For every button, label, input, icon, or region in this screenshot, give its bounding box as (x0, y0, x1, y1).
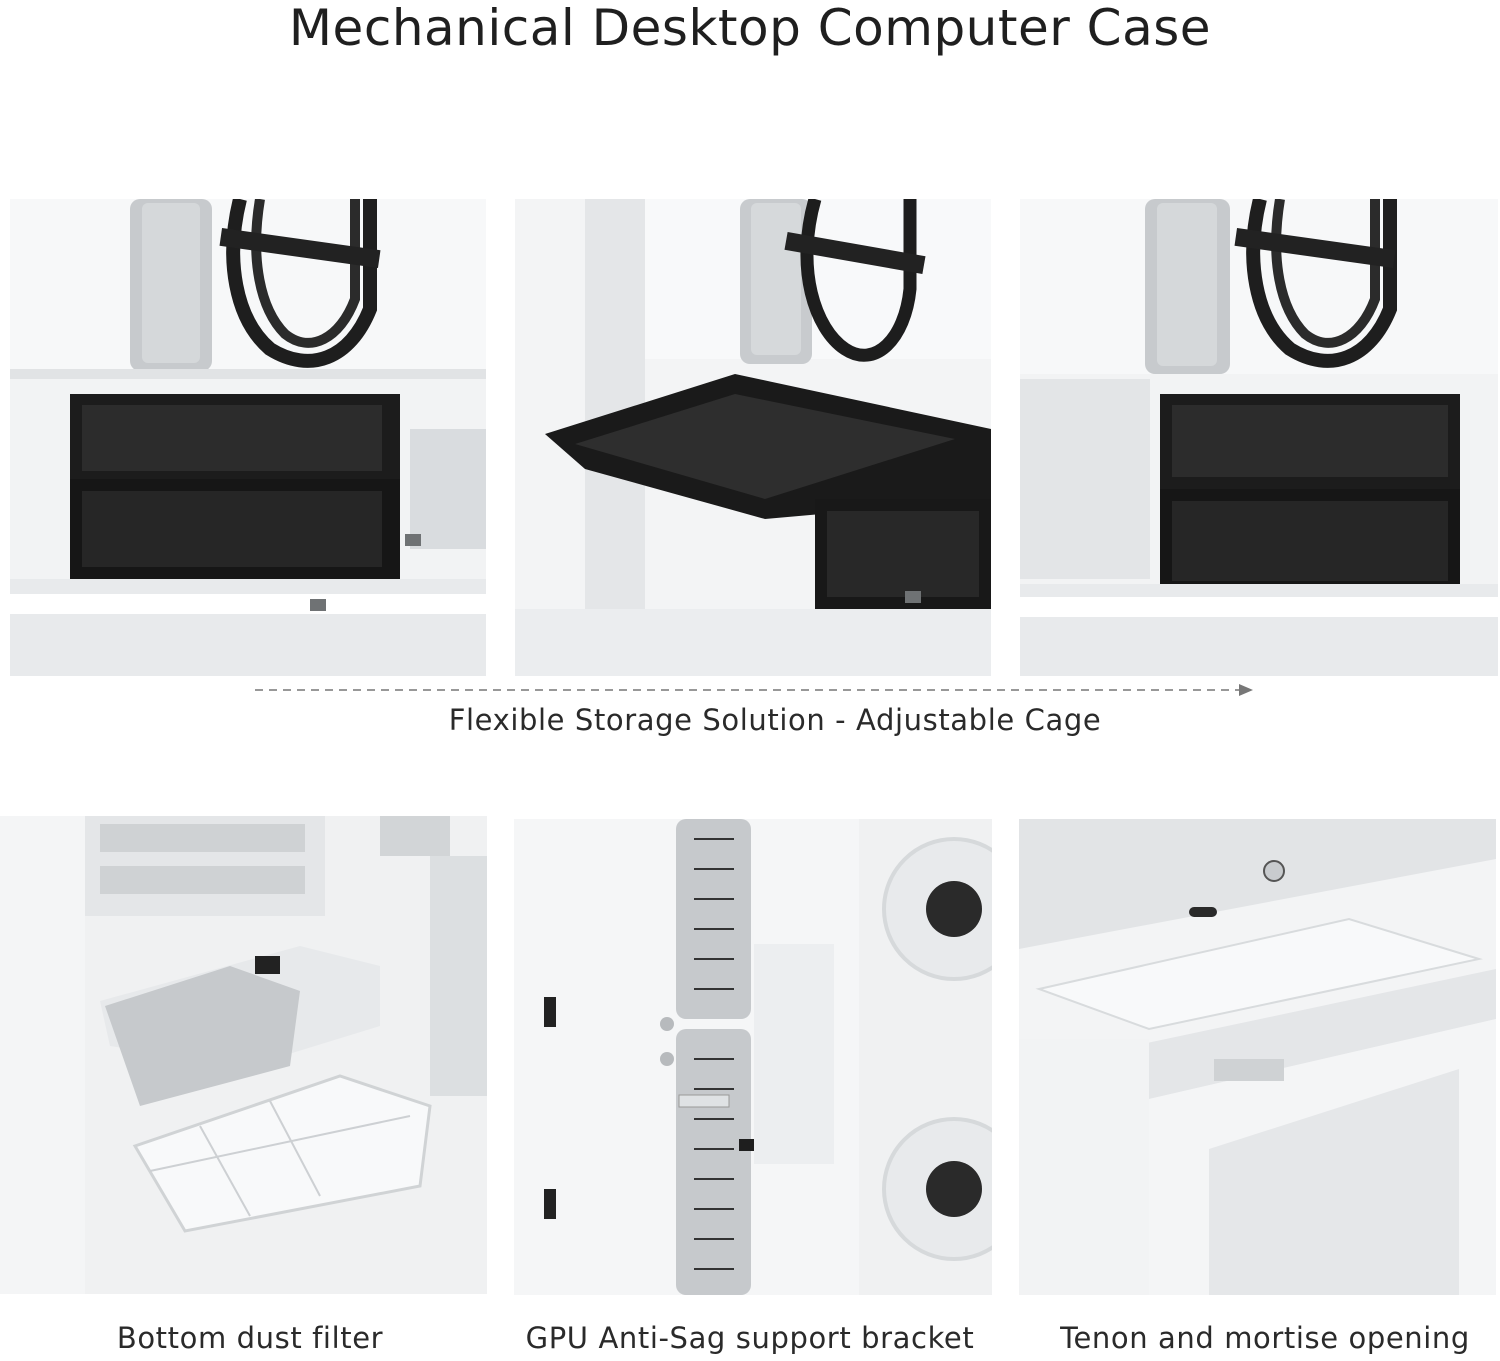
page-title: Mechanical Desktop Computer Case (288, 0, 1212, 57)
storage-cage-photo-2 (515, 199, 991, 676)
tenon-mortise-photo (1019, 819, 1496, 1295)
storage-caption: Flexible Storage Solution - Adjustable C… (448, 703, 1102, 737)
gpu-bracket-photo (514, 819, 992, 1295)
storage-cage-photo-3 (1020, 199, 1498, 676)
caption-dust-filter: Bottom dust filter (116, 1321, 384, 1355)
caption-gpu-bracket: GPU Anti-Sag support bracket (525, 1321, 975, 1355)
direction-arrow-icon (255, 684, 1253, 696)
caption-tenon-mortise: Tenon and mortise opening (1060, 1321, 1470, 1355)
storage-cage-photo-1 (10, 199, 486, 676)
dust-filter-photo (0, 816, 487, 1294)
